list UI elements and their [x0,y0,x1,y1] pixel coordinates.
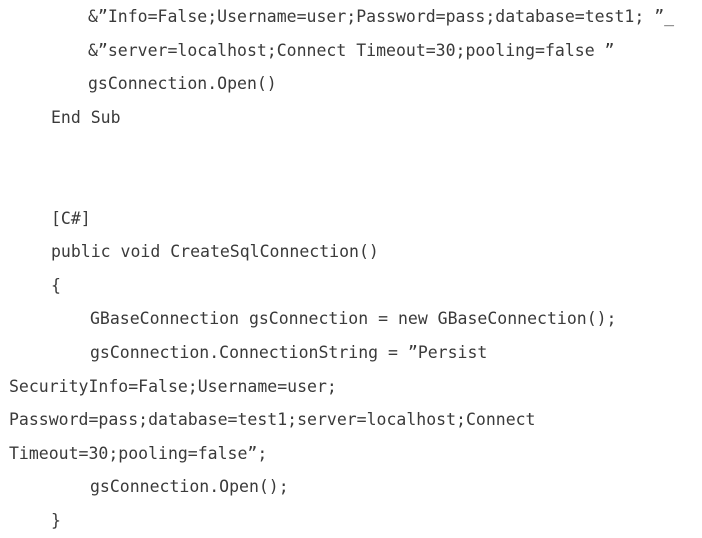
code-line: } [0,504,702,538]
document-page: &”Info=False;Username=user;Password=pass… [9,7,675,530]
code-line-text: End Sub [51,107,121,127]
code-line-text: { [51,275,61,295]
code-line-text: &”server=localhost;Connect Timeout=30;po… [88,40,615,60]
code-line: [C#] [0,202,702,236]
code-line-text: SecurityInfo=False;Username=user; [9,376,337,396]
code-line: &”Info=False;Username=user;Password=pass… [0,0,702,34]
code-line: GBaseConnection gsConnection = new GBase… [0,302,702,336]
code-line-text: } [51,510,61,530]
code-line: gsConnection.ConnectionString = ”Persist [0,336,702,370]
code-line: Timeout=30;pooling=false”; [0,437,702,471]
code-line-text: &”Info=False;Username=user;Password=pass… [88,7,675,26]
code-line: { [0,269,702,303]
code-line-text: gsConnection.Open(); [90,477,289,497]
code-line: gsConnection.Open(); [0,470,702,504]
code-line-text: Password=pass;database=test1;server=loca… [9,410,536,430]
code-line-blank [0,134,702,168]
code-line: End Sub [0,101,702,135]
code-line-blank [0,168,702,202]
code-line-text: gsConnection.Open() [88,74,277,94]
code-line-text: GBaseConnection gsConnection = new GBase… [90,309,617,329]
code-line: gsConnection.Open() [0,67,702,101]
code-line-text: gsConnection.ConnectionString = ”Persist [90,342,488,362]
code-line: public void CreateSqlConnection() [0,235,702,269]
code-line-text: Timeout=30;pooling=false”; [9,443,268,463]
code-line-text: public void CreateSqlConnection() [51,242,379,262]
code-line: Password=pass;database=test1;server=loca… [0,403,702,437]
code-line: &”server=localhost;Connect Timeout=30;po… [0,34,702,68]
code-line-text: [C#] [51,208,91,228]
code-line: SecurityInfo=False;Username=user; [0,370,702,404]
